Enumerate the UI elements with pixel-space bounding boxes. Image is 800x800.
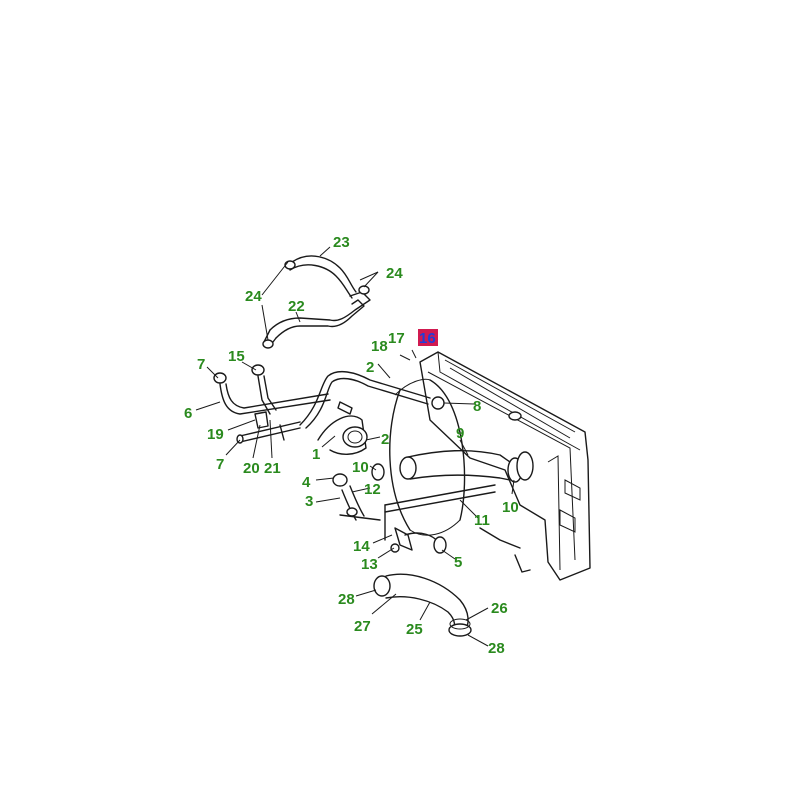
callout-26: 26 xyxy=(491,600,508,617)
callout-6: 6 xyxy=(184,405,192,422)
callout-28-top: 28 xyxy=(338,591,355,608)
callout-10-right: 10 xyxy=(502,499,519,516)
lower-pipe xyxy=(384,484,496,541)
callout-2-top: 2 xyxy=(366,359,374,376)
callout-16-highlight xyxy=(418,329,438,346)
upper-hose-assembly xyxy=(262,255,371,349)
callout-19: 19 xyxy=(207,426,224,443)
radiator xyxy=(419,351,591,581)
small-hose xyxy=(332,473,381,521)
callout-24-left: 24 xyxy=(245,288,262,305)
main-hose xyxy=(371,449,534,483)
callout-16: 16 xyxy=(419,330,436,347)
leader-lines xyxy=(195,246,515,647)
bottom-hose xyxy=(373,573,472,637)
callout-21: 21 xyxy=(264,460,281,477)
callout-7-bottom: 7 xyxy=(216,456,224,473)
callout-14: 14 xyxy=(353,538,370,555)
callout-5: 5 xyxy=(454,554,462,571)
lower-fitting xyxy=(390,527,447,554)
heater-pipes xyxy=(213,364,331,444)
callout-27: 27 xyxy=(354,618,371,635)
callout-18: 18 xyxy=(371,338,388,355)
callout-3: 3 xyxy=(305,493,313,510)
callout-10-left: 10 xyxy=(352,459,369,476)
callout-28-bottom: 28 xyxy=(488,640,505,657)
thermostat-housing xyxy=(317,401,368,455)
callout-13: 13 xyxy=(361,556,378,573)
callout-23: 23 xyxy=(333,234,350,251)
callout-4: 4 xyxy=(302,474,311,491)
callout-9: 9 xyxy=(456,425,464,442)
callout-15: 15 xyxy=(228,348,245,365)
callout-2-mid: 2 xyxy=(381,431,389,448)
callout-11: 11 xyxy=(474,512,490,529)
callout-8: 8 xyxy=(473,398,481,415)
callout-7-top: 7 xyxy=(197,356,205,373)
long-coolant-pipe xyxy=(299,370,445,429)
callout-24-right: 24 xyxy=(386,265,403,282)
callout-20: 20 xyxy=(243,460,260,477)
callouts: 23 24 24 22 7 15 6 19 7 20 21 18 17 16 2… xyxy=(184,234,519,657)
callout-12: 12 xyxy=(364,481,381,498)
callout-22: 22 xyxy=(288,298,305,315)
callout-1: 1 xyxy=(312,446,320,463)
callout-17: 17 xyxy=(388,330,405,347)
callout-25: 25 xyxy=(406,621,423,638)
